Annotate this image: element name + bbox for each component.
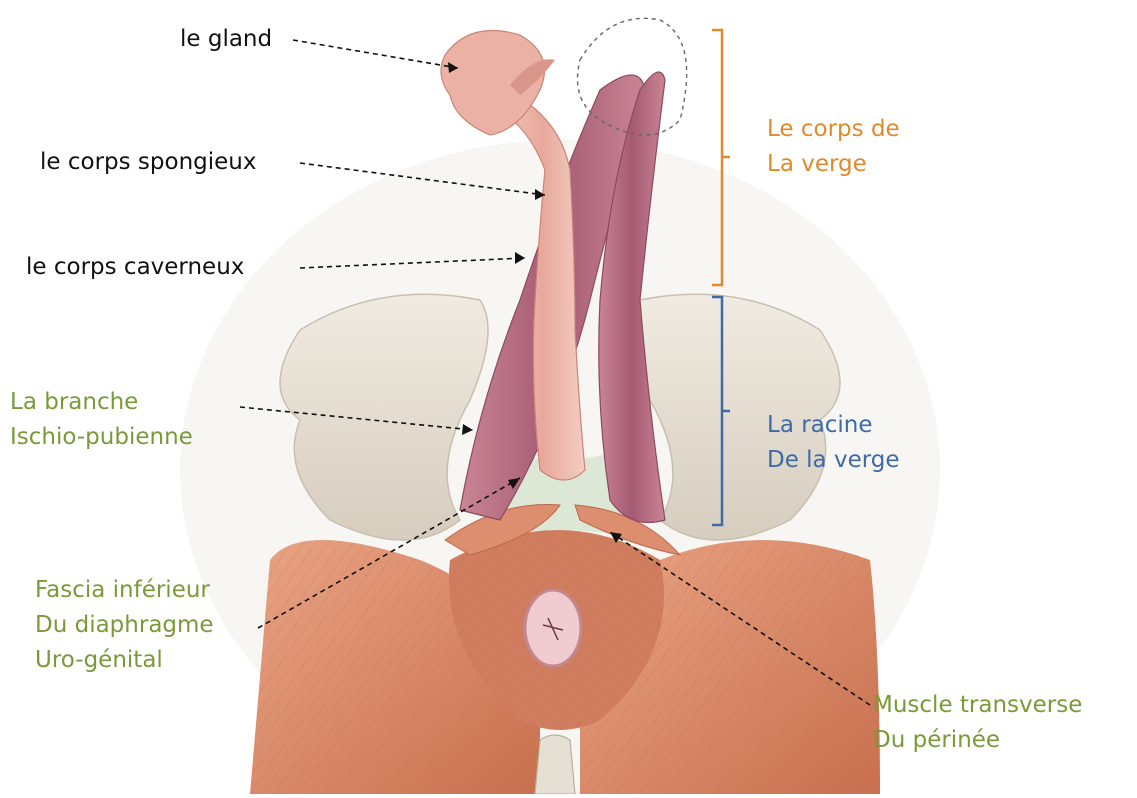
label-transverse-line1: Muscle transverse (873, 688, 1082, 723)
label-fascia-line1: Fascia inférieur (35, 573, 214, 608)
coccyx (535, 735, 575, 794)
label-fascia-line2: Du diaphragme (35, 608, 214, 643)
label-corps-caverneux: le corps caverneux (26, 250, 244, 285)
label-corps-verge-line1: Le corps de (767, 112, 900, 147)
pointer-gland (293, 40, 458, 68)
label-racine-line2: De la verge (767, 443, 900, 478)
label-corps-verge-line2: La verge (767, 147, 900, 182)
label-racine-line1: La racine (767, 408, 900, 443)
label-transverse-line2: Du périnée (873, 723, 1082, 758)
label-corps-spongieux: le corps spongieux (40, 145, 256, 180)
label-corps-de-la-verge: Le corps de La verge (767, 112, 900, 182)
label-branche-line2: Ischio-pubienne (10, 420, 193, 455)
label-gland: le gland (180, 22, 272, 57)
label-muscle-transverse: Muscle transverse Du périnée (873, 688, 1082, 758)
label-fascia-line3: Uro-génital (35, 643, 214, 678)
label-branche-ischio-pubienne: La branche Ischio-pubienne (10, 385, 193, 455)
label-racine-de-la-verge: La racine De la verge (767, 408, 900, 478)
label-branche-line1: La branche (10, 385, 193, 420)
label-fascia-inferieur: Fascia inférieur Du diaphragme Uro-génit… (35, 573, 214, 678)
